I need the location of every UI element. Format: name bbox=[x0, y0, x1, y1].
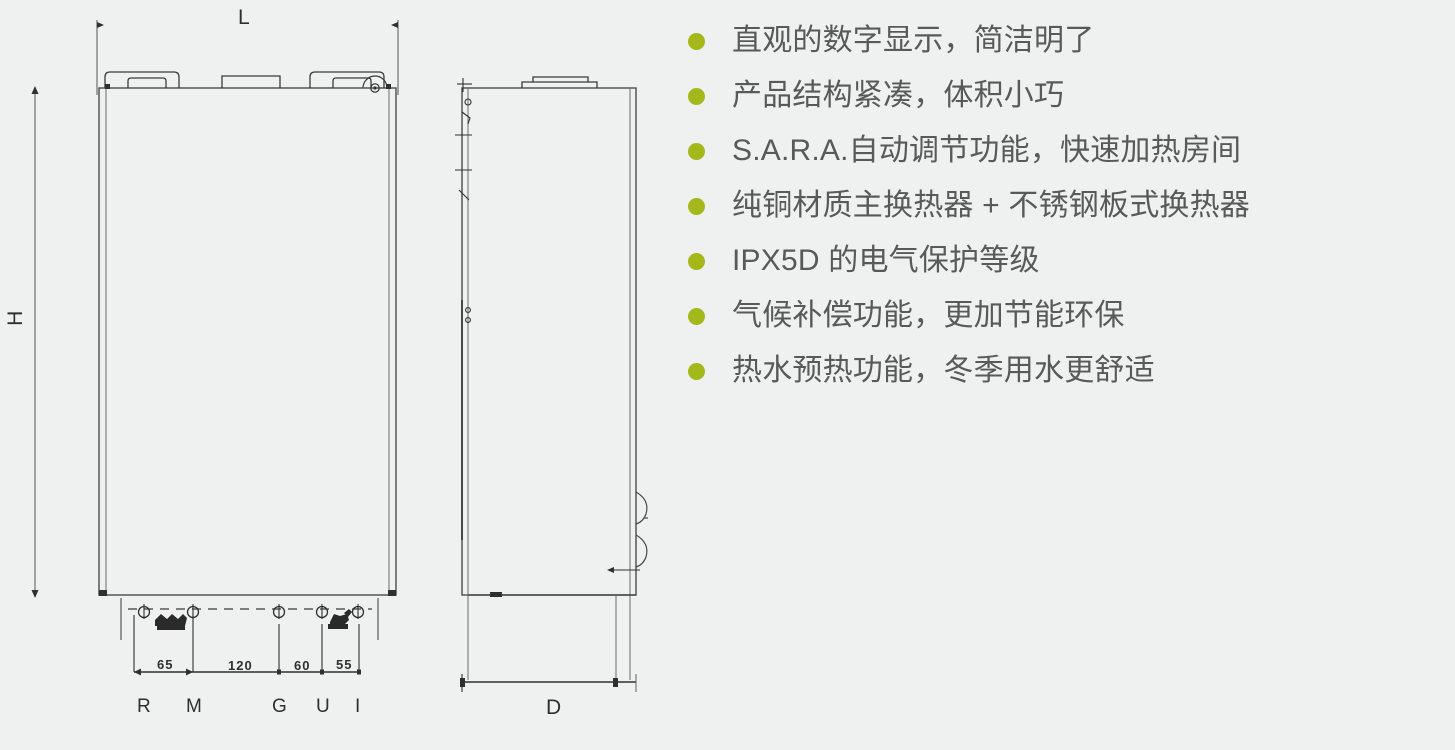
front-body-outline bbox=[98, 87, 397, 596]
spacing-value-120: 120 bbox=[228, 658, 253, 673]
connection-label-I: I bbox=[355, 696, 361, 717]
feature-text: S.A.R.A.自动调节功能，快速加热房间 bbox=[732, 134, 1242, 168]
feature-text: 气候补偿功能，更加节能环保 bbox=[732, 299, 1125, 333]
corner-nub-tl bbox=[105, 84, 110, 89]
dimension-label-H: H bbox=[3, 310, 27, 326]
valve-fitting-right bbox=[328, 609, 352, 629]
top-right-fixture bbox=[362, 75, 388, 93]
corner-nub-tr bbox=[386, 84, 391, 89]
top-mounting-brackets bbox=[104, 71, 385, 88]
feature-item: 产品结构紧凑，体积小巧 bbox=[688, 69, 1448, 124]
front-view bbox=[31, 20, 399, 676]
spacing-value-60: 60 bbox=[294, 658, 311, 673]
spacing-dimension-line bbox=[134, 668, 361, 676]
bullet-dot-icon bbox=[688, 363, 705, 380]
feature-item: S.A.R.A.自动调节功能，快速加热房间 bbox=[688, 124, 1448, 179]
bullet-dot-icon bbox=[688, 33, 705, 50]
pipe-connection-stems bbox=[143, 604, 359, 619]
arrow-top-H bbox=[31, 86, 39, 94]
feature-list: 直观的数字显示，简洁明了 产品结构紧凑，体积小巧 S.A.R.A.自动调节功能，… bbox=[688, 14, 1448, 399]
side-view bbox=[455, 76, 648, 692]
corner-nub-br bbox=[388, 590, 396, 596]
dimension-H bbox=[31, 86, 39, 598]
spacing-extension-lines bbox=[133, 615, 360, 672]
feature-item: IPX5D 的电气保护等级 bbox=[688, 234, 1448, 289]
feature-item: 热水预热功能，冬季用水更舒适 bbox=[688, 344, 1448, 399]
side-right-bulge-details bbox=[635, 491, 648, 568]
connection-label-M: M bbox=[186, 696, 203, 717]
side-base-nub bbox=[490, 592, 502, 597]
side-shelf-arrow bbox=[607, 567, 614, 573]
boiler-dimension-drawing: L H D 65 120 60 55 R M G U I bbox=[0, 0, 680, 750]
dimension-label-D: D bbox=[546, 696, 562, 719]
connection-label-G: G bbox=[272, 696, 288, 717]
spacing-value-55: 55 bbox=[336, 657, 353, 672]
drawing-svg bbox=[31, 20, 648, 692]
side-left-edge-details bbox=[455, 78, 472, 540]
bullet-dot-icon bbox=[688, 198, 705, 215]
side-body-outline bbox=[461, 87, 637, 596]
feature-text: IPX5D 的电气保护等级 bbox=[732, 244, 1040, 278]
side-top-cap bbox=[521, 76, 598, 88]
bullet-dot-icon bbox=[688, 308, 705, 325]
feature-item: 气候补偿功能，更加节能环保 bbox=[688, 289, 1448, 344]
feature-text: 纯铜材质主换热器 + 不锈钢板式换热器 bbox=[732, 189, 1250, 223]
feature-text: 产品结构紧凑，体积小巧 bbox=[732, 79, 1065, 113]
feature-item: 直观的数字显示，简洁明了 bbox=[688, 14, 1448, 69]
valve-fitting-left bbox=[155, 614, 187, 630]
bullet-dot-icon bbox=[688, 143, 705, 160]
arrow-left-L bbox=[97, 22, 104, 28]
feature-item: 纯铜材质主换热器 + 不锈钢板式换热器 bbox=[688, 179, 1448, 234]
spacing-value-65: 65 bbox=[157, 657, 174, 672]
connection-label-U: U bbox=[316, 696, 331, 717]
feature-text: 热水预热功能，冬季用水更舒适 bbox=[732, 354, 1155, 388]
arrow-bottom-H bbox=[31, 590, 39, 598]
connection-label-R: R bbox=[137, 696, 152, 717]
arrow-right-L bbox=[391, 22, 398, 28]
dimension-L bbox=[96, 20, 399, 95]
dimension-label-L: L bbox=[238, 6, 251, 29]
bullet-dot-icon bbox=[688, 88, 705, 105]
feature-text: 直观的数字显示，简洁明了 bbox=[732, 24, 1095, 58]
dimension-D bbox=[460, 674, 637, 692]
bullet-dot-icon bbox=[688, 253, 705, 270]
corner-nub-bl bbox=[99, 590, 107, 596]
